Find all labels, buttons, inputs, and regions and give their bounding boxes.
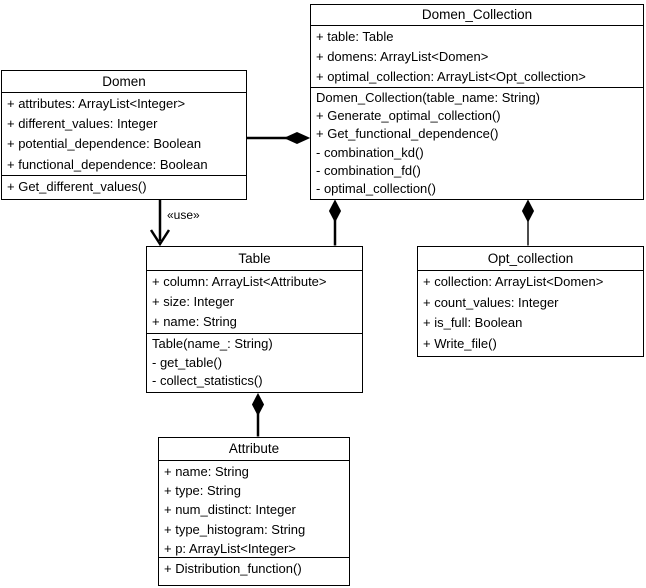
dependency-use-arrow xyxy=(149,200,171,247)
member-row: + Generate_optimal_collection() xyxy=(316,108,501,124)
member-row: + table: Table xyxy=(316,29,394,44)
member-row: Table(name_: String) xyxy=(152,336,273,351)
members-compartment: + collection: ArrayList<Domen> + count_va… xyxy=(418,271,643,356)
member-row: + name: String xyxy=(164,464,249,479)
member-row: + Distribution_function() xyxy=(164,561,302,576)
class-title: Domen_Collection xyxy=(311,5,643,26)
member-row: + count_values: Integer xyxy=(423,294,559,310)
methods-compartment: + Get_different_values() xyxy=(2,175,246,199)
member-row: - combination_fd() xyxy=(316,162,421,178)
composition-table-to-domen-collection xyxy=(328,199,342,246)
class-title: Opt_collection xyxy=(418,247,643,271)
member-row: + p: ArrayList<Integer> xyxy=(164,540,296,556)
member-row: + functional_dependence: Boolean xyxy=(7,156,208,172)
class-table: Table + column: ArrayList<Attribute> + si… xyxy=(146,246,363,393)
member-row: + collection: ArrayList<Domen> xyxy=(423,274,604,289)
member-row: + name: String xyxy=(152,314,237,330)
member-row: + type: String xyxy=(164,483,241,499)
member-row: - combination_kd() xyxy=(316,144,424,160)
use-stereotype-label: «use» xyxy=(166,208,201,222)
member-row: Domen_Collection(table_name: String) xyxy=(316,90,541,105)
composition-attribute-to-table xyxy=(251,392,265,437)
attributes-compartment: + column: ArrayList<Attribute> + size: In… xyxy=(147,271,362,333)
class-title: Attribute xyxy=(159,438,349,461)
member-row: + different_values: Integer xyxy=(7,116,158,132)
member-row: + num_distinct: Integer xyxy=(164,502,296,518)
member-row: + domens: ArrayList<Domen> xyxy=(316,48,489,64)
class-domen-collection: Domen_Collection + table: Table + domens:… xyxy=(310,4,644,200)
class-attribute: Attribute + name: String+ type: String+ … xyxy=(158,437,350,586)
member-row: + Get_functional_dependence() xyxy=(316,126,499,142)
methods-compartment: + Distribution_function() xyxy=(159,557,349,585)
member-row: + Write_file() xyxy=(423,335,497,351)
class-title: Table xyxy=(147,247,362,271)
member-row: + column: ArrayList<Attribute> xyxy=(152,274,327,289)
composition-opt-collection-to-domen-collection xyxy=(521,199,535,246)
member-row: - collect_statistics() xyxy=(152,373,263,388)
methods-compartment: Table(name_: String) - get_table() - colle… xyxy=(147,333,362,392)
methods-compartment: Domen_Collection(table_name: String) + Ge… xyxy=(311,87,643,199)
attributes-compartment: + name: String + type: String + num_distin… xyxy=(159,461,349,557)
class-title: Domen xyxy=(2,71,246,93)
member-row: + attributes: ArrayList<Integer> xyxy=(7,96,186,111)
member-row: - get_table() xyxy=(152,354,223,370)
member-row: - optimal_collection() xyxy=(316,181,436,197)
attributes-compartment: + table: Table + domens: ArrayList<Domen>… xyxy=(311,26,643,87)
member-row: + optimal_collection: ArrayList<Opt_coll… xyxy=(316,68,586,84)
member-row: + Get_different_values() xyxy=(7,179,147,194)
member-row: + type_histogram: String xyxy=(164,521,306,537)
member-row: + size: Integer xyxy=(152,294,235,310)
class-opt-collection: Opt_collection + collection: ArrayList<D… xyxy=(417,246,644,357)
composition-domen-to-domen-collection xyxy=(247,131,311,145)
attributes-compartment: + attributes: ArrayList<Integer> + differ… xyxy=(2,93,246,175)
member-row: + potential_dependence: Boolean xyxy=(7,136,202,152)
member-row: + is_full: Boolean xyxy=(423,315,523,330)
class-domen: Domen + attributes: ArrayList<Integer>+ … xyxy=(1,70,247,200)
